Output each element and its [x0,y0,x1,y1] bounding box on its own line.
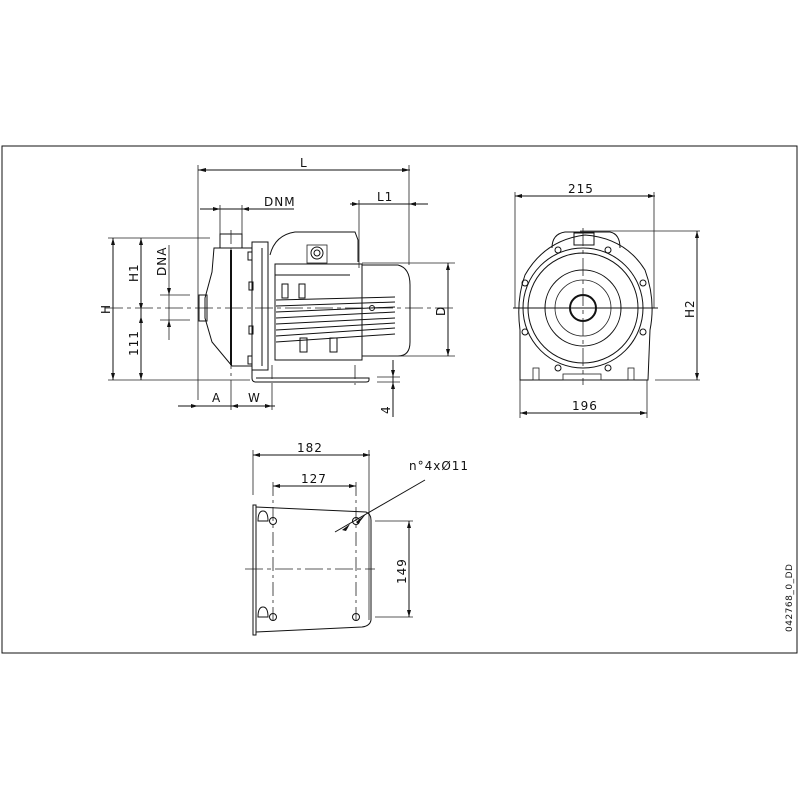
drawing-frame [1,145,798,654]
dim-DNM: DNM [264,195,296,209]
dim-D: D [434,306,448,316]
dim-111: 111 [127,330,141,356]
drawing-code: 042768_0_DD [785,564,795,632]
front-view: 215 H2 196 [513,182,700,418]
dim-L1: L1 [377,190,393,204]
dim-4: 4 [379,405,393,414]
dim-W: W [248,391,261,405]
dim-182: 182 [297,441,323,455]
dim-H: H [99,304,113,314]
dim-127: 127 [301,472,327,486]
dim-H1: H1 [127,263,141,282]
dim-H2: H2 [683,299,697,318]
dim-A: A [212,391,221,405]
dim-149: 149 [395,558,409,584]
dim-L: L [300,156,308,170]
dim-DNA: DNA [155,247,169,276]
holes-note: n°4xØ11 [409,459,469,473]
side-view: L L1 DNM H H1 111 DNA [99,156,455,417]
dim-215: 215 [568,182,594,196]
base-view: 182 127 n°4xØ11 149 [245,441,469,636]
dim-196: 196 [572,399,598,413]
